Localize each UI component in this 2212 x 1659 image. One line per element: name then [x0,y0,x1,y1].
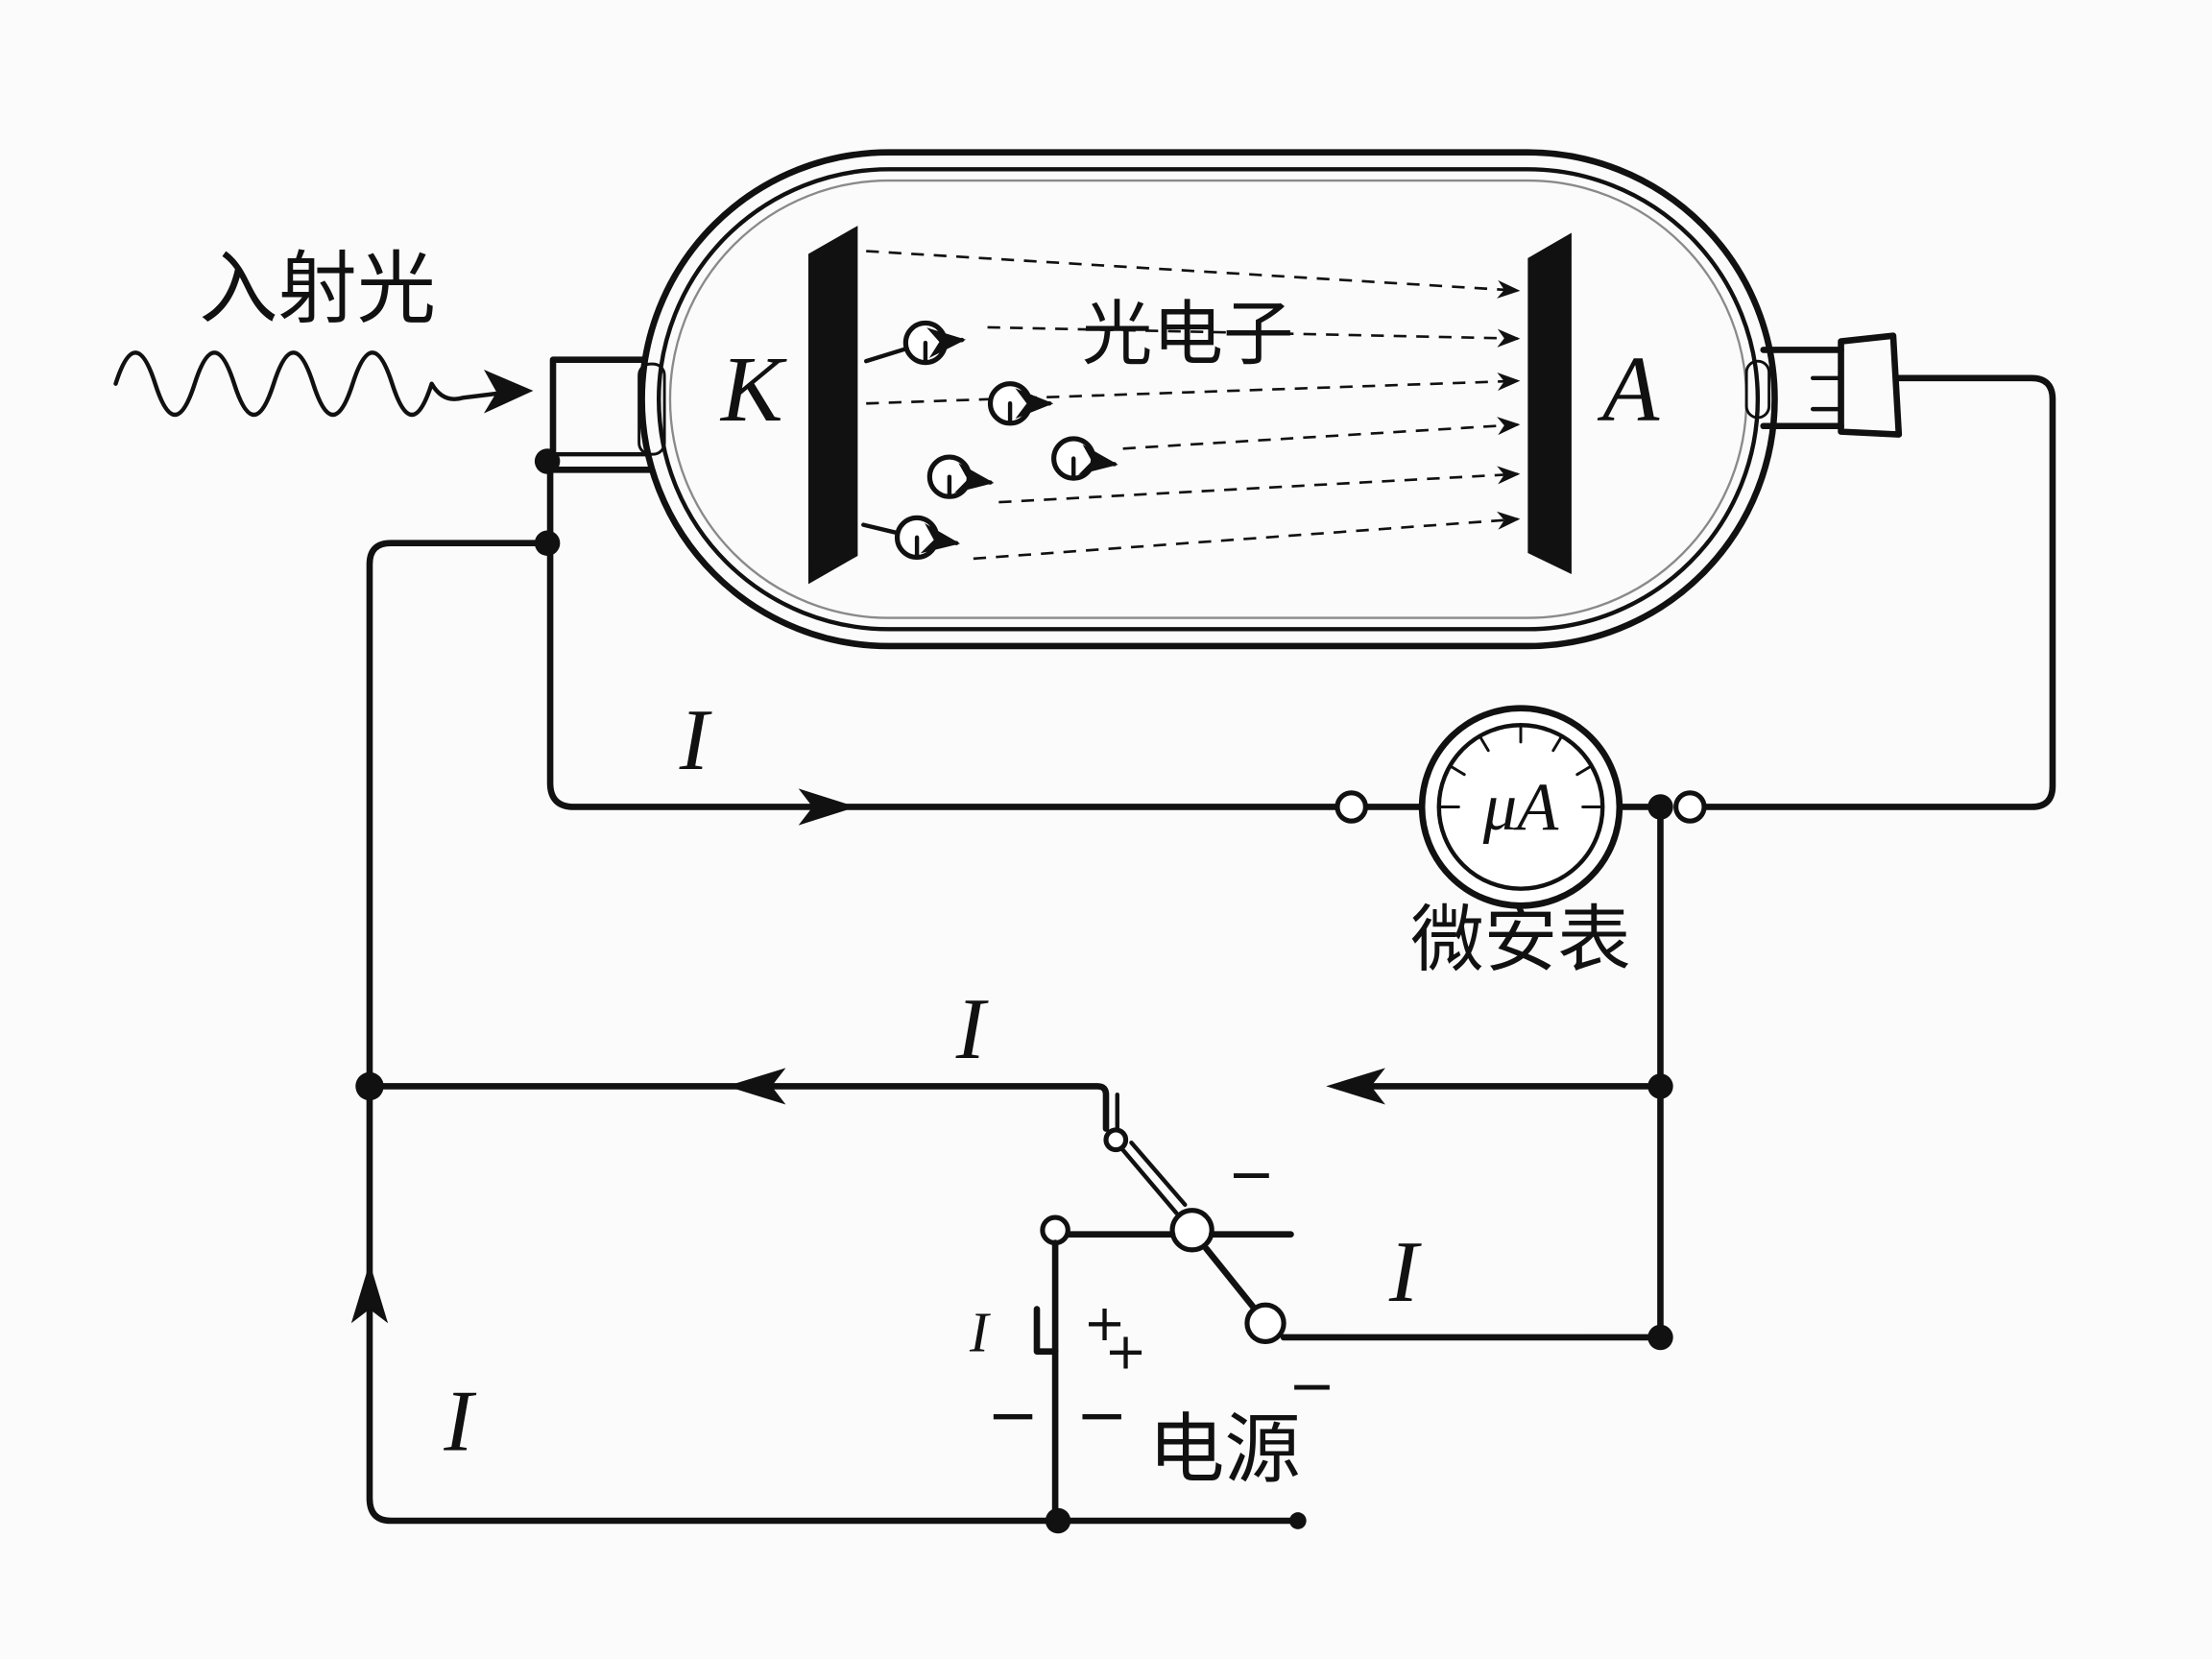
incident-light: 入射光 [113,244,534,417]
junction-dots [355,448,1673,1534]
photoelectron [864,320,967,366]
current-label-left: I [443,1373,476,1470]
switch-upper-minus: − [1228,1141,1275,1207]
switch-link [1203,1245,1257,1310]
junction-dot [355,1071,384,1101]
reversing-switch: − − [1040,1127,1335,1419]
switch-blade [1118,1141,1188,1215]
photoelectron [861,515,961,560]
wire-cathode-to-meter [546,467,1341,810]
wire-left-return [366,540,1302,1525]
photoelectron [1051,436,1118,481]
current-arrow-up [350,1262,389,1324]
battery-mark: I [969,1302,991,1364]
meter-terminal-right [1673,790,1707,824]
meter-terminal-left [1334,790,1368,824]
battery-plus: + [1104,1322,1146,1381]
light-arrowhead [484,369,534,414]
battery-minus: − [987,1380,1039,1452]
current-label-upper: I [679,691,712,788]
junction-dot [534,530,561,556]
anode-plate [1527,232,1572,575]
current-arrow-left [726,1068,786,1105]
power-supply: I + + − − 电源 [969,1239,1301,1525]
photoelectron [926,454,995,499]
anode-label: A [1597,338,1660,441]
photoelectrons-label: 光电子 [1082,294,1293,375]
switch-contact-upper [1169,1208,1214,1253]
microammeter-label: 微安表 [1410,898,1630,983]
electron-path [998,466,1521,504]
switch-contact-lower [1244,1302,1286,1344]
cathode-plate [807,226,858,585]
switch-pivot [1103,1127,1129,1153]
incident-light-label: 入射光 [199,244,436,335]
microammeter: μA 微安表 [1334,705,1707,983]
current-label-middle: I [955,980,989,1077]
battery-plus: + [1083,1294,1125,1353]
tube-right-neck [1744,332,1903,438]
wire-meter-to-anode [1700,374,2056,810]
photoelectric-tube: K A [549,149,1903,650]
photoelectrons [861,320,1118,560]
electron-path [973,511,1521,561]
junction-dot [1647,1324,1673,1351]
tube-inner-glass [657,167,1761,632]
junction-dot [534,448,561,474]
electron-path [866,372,1521,405]
circuit-wires [350,374,2056,1525]
meter-scale-ticks [1440,723,1601,808]
current-arrow-left-right-segment [1326,1068,1385,1105]
cathode-label: K [719,338,787,441]
tube-left-neck [549,356,666,473]
battery-minus: − [1076,1380,1128,1452]
meter-outer-ring [1418,705,1623,909]
electron-path [866,250,1521,299]
light-wave [113,350,511,417]
junction-dot [1647,1073,1673,1099]
junction-dot [1647,794,1673,820]
wire-middle-left [366,1083,1110,1132]
current-labels: I I I I [443,691,1421,1470]
battery-plate [1033,1306,1059,1355]
current-label-switch: I [1388,1223,1422,1320]
current-arrow-right [798,788,856,826]
photoelectron [987,381,1054,426]
electron-paths [866,250,1521,561]
electron-path [1122,417,1521,450]
meter-symbol: μA [1482,770,1559,845]
terminal-dot [1289,1512,1307,1529]
tube-outer-glass [638,149,1778,650]
switch-terminal-left [1040,1214,1070,1246]
switch-lower-minus: − [1288,1353,1335,1419]
power-supply-label: 电源 [1148,1405,1301,1494]
